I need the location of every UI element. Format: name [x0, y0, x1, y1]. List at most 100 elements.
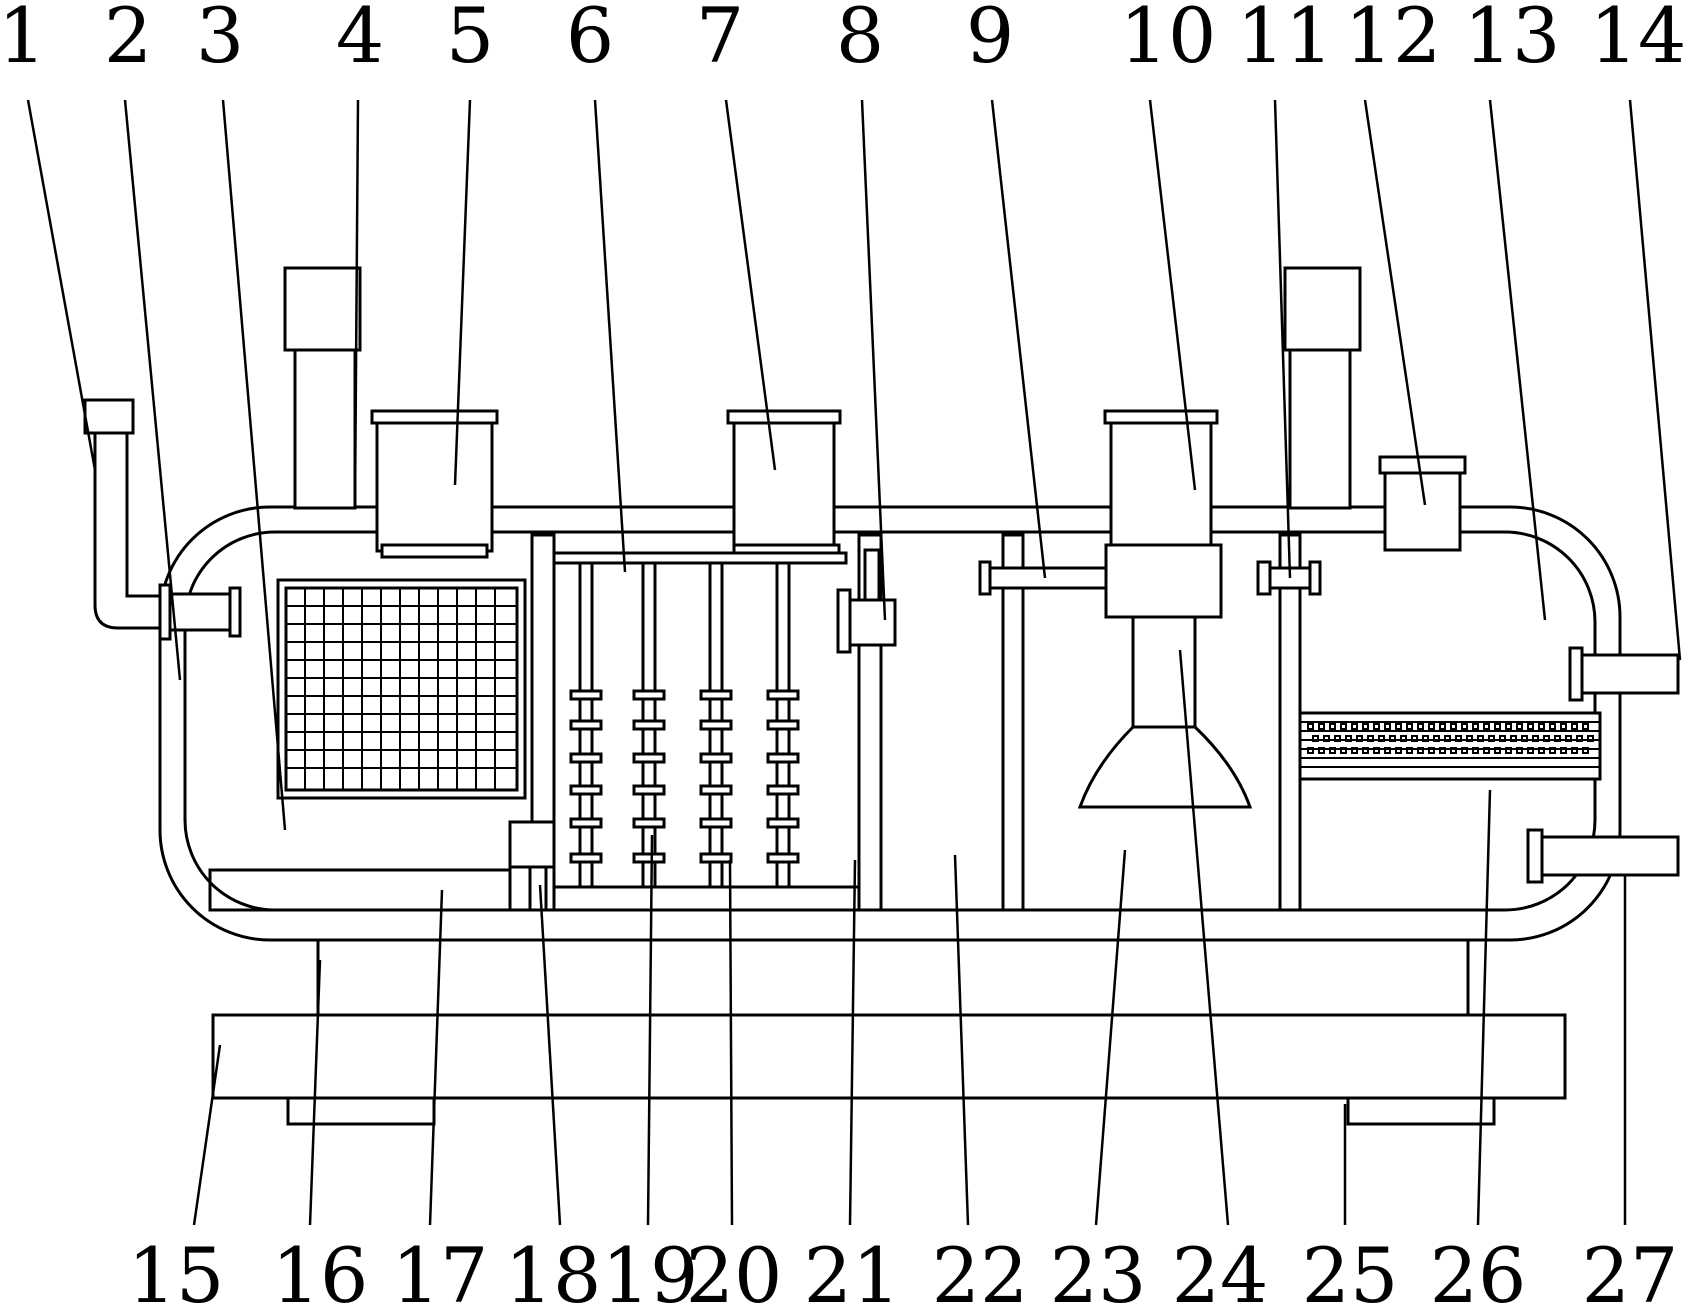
partition-21 — [836, 533, 897, 912]
media-dot — [1582, 747, 1589, 754]
media-dot — [1571, 747, 1578, 754]
rod-peg — [699, 852, 733, 864]
label-4: 4 — [336, 0, 384, 80]
media-dot — [1516, 747, 1523, 754]
label-21: 21 — [804, 1231, 901, 1311]
label-20: 20 — [686, 1231, 783, 1311]
label-25: 25 — [1302, 1231, 1399, 1311]
media-dot — [1576, 735, 1583, 742]
media-dot — [1417, 747, 1424, 754]
media-dot — [1367, 735, 1374, 742]
media-dot — [1549, 723, 1556, 730]
media-dot — [1373, 747, 1380, 754]
rod-peg — [766, 852, 800, 864]
label-17: 17 — [392, 1231, 489, 1311]
media-dot — [1554, 735, 1561, 742]
media-dot — [1340, 747, 1347, 754]
leader-line-8 — [860, 99, 887, 621]
leader-line-1 — [26, 99, 97, 471]
leader-line-4 — [353, 99, 360, 506]
media-dot — [1373, 723, 1380, 730]
rod-peg — [766, 817, 800, 829]
label-19: 19 — [602, 1231, 699, 1311]
leader-line-10 — [1148, 99, 1197, 491]
rod-peg — [632, 852, 666, 864]
media-dot — [1428, 747, 1435, 754]
rod-peg — [699, 719, 733, 731]
label-27: 27 — [1582, 1231, 1679, 1311]
media-dot — [1488, 735, 1495, 742]
media-dot — [1477, 735, 1484, 742]
label-14: 14 — [1590, 0, 1687, 80]
media-dot — [1538, 723, 1545, 730]
leader-line-5 — [453, 99, 472, 486]
rod-peg — [569, 784, 603, 796]
sludge-tray — [208, 868, 512, 912]
media-dot — [1450, 723, 1457, 730]
rod-peg — [632, 752, 666, 764]
rod-peg — [632, 817, 666, 829]
media-dot — [1329, 723, 1336, 730]
media-dot — [1384, 723, 1391, 730]
media-dot — [1318, 723, 1325, 730]
filter-screen — [276, 578, 527, 800]
media-dot — [1439, 723, 1446, 730]
leader-line-18 — [538, 884, 562, 1226]
label-16: 16 — [272, 1231, 369, 1311]
rod-peg — [632, 719, 666, 731]
leader-line-17 — [428, 889, 444, 1226]
media-dot — [1439, 747, 1446, 754]
media-dot — [1587, 735, 1594, 742]
rod-peg — [632, 689, 666, 701]
media-dot — [1543, 735, 1550, 742]
leader-line-26 — [1476, 789, 1492, 1226]
media-dot — [1362, 723, 1369, 730]
leader-line-12 — [1363, 99, 1427, 506]
media-dot — [1450, 747, 1457, 754]
media-dot — [1406, 747, 1413, 754]
media-dot — [1351, 747, 1358, 754]
leader-line-24 — [1178, 649, 1230, 1226]
rod-peg — [699, 817, 733, 829]
media-dot — [1483, 747, 1490, 754]
rod-peg — [699, 689, 733, 701]
leader-line-20 — [728, 859, 734, 1226]
media-dot — [1472, 723, 1479, 730]
rod-peg — [569, 752, 603, 764]
label-2: 2 — [104, 0, 152, 80]
media-dot — [1521, 735, 1528, 742]
media-dot — [1340, 723, 1347, 730]
leader-line-11 — [1273, 99, 1292, 579]
rod-peg — [569, 689, 603, 701]
media-dot — [1307, 747, 1314, 754]
rod-peg — [766, 689, 800, 701]
leader-line-7 — [724, 99, 777, 471]
media-dot — [1461, 723, 1468, 730]
media-dot — [1510, 735, 1517, 742]
media-dot — [1560, 723, 1567, 730]
media-dot — [1312, 735, 1319, 742]
media-dot — [1384, 747, 1391, 754]
media-dot — [1329, 747, 1336, 754]
media-dot — [1472, 747, 1479, 754]
label-18: 18 — [505, 1231, 602, 1311]
leader-lines — [26, 99, 1682, 1226]
label-9: 9 — [966, 0, 1014, 80]
rod-peg — [766, 752, 800, 764]
media-dot — [1395, 747, 1402, 754]
label-22: 22 — [932, 1231, 1029, 1311]
leader-line-3 — [221, 99, 287, 831]
media-dot — [1582, 723, 1589, 730]
leader-line-22 — [953, 854, 970, 1226]
media-dot — [1433, 735, 1440, 742]
rod-peg — [569, 852, 603, 864]
partition-18 — [508, 533, 556, 912]
leader-line-14 — [1628, 99, 1682, 661]
label-15: 15 — [128, 1231, 225, 1311]
label-11: 11 — [1237, 0, 1334, 80]
media-dot — [1565, 735, 1572, 742]
label-7: 7 — [696, 0, 744, 80]
outlet-pipes — [1526, 646, 1680, 884]
